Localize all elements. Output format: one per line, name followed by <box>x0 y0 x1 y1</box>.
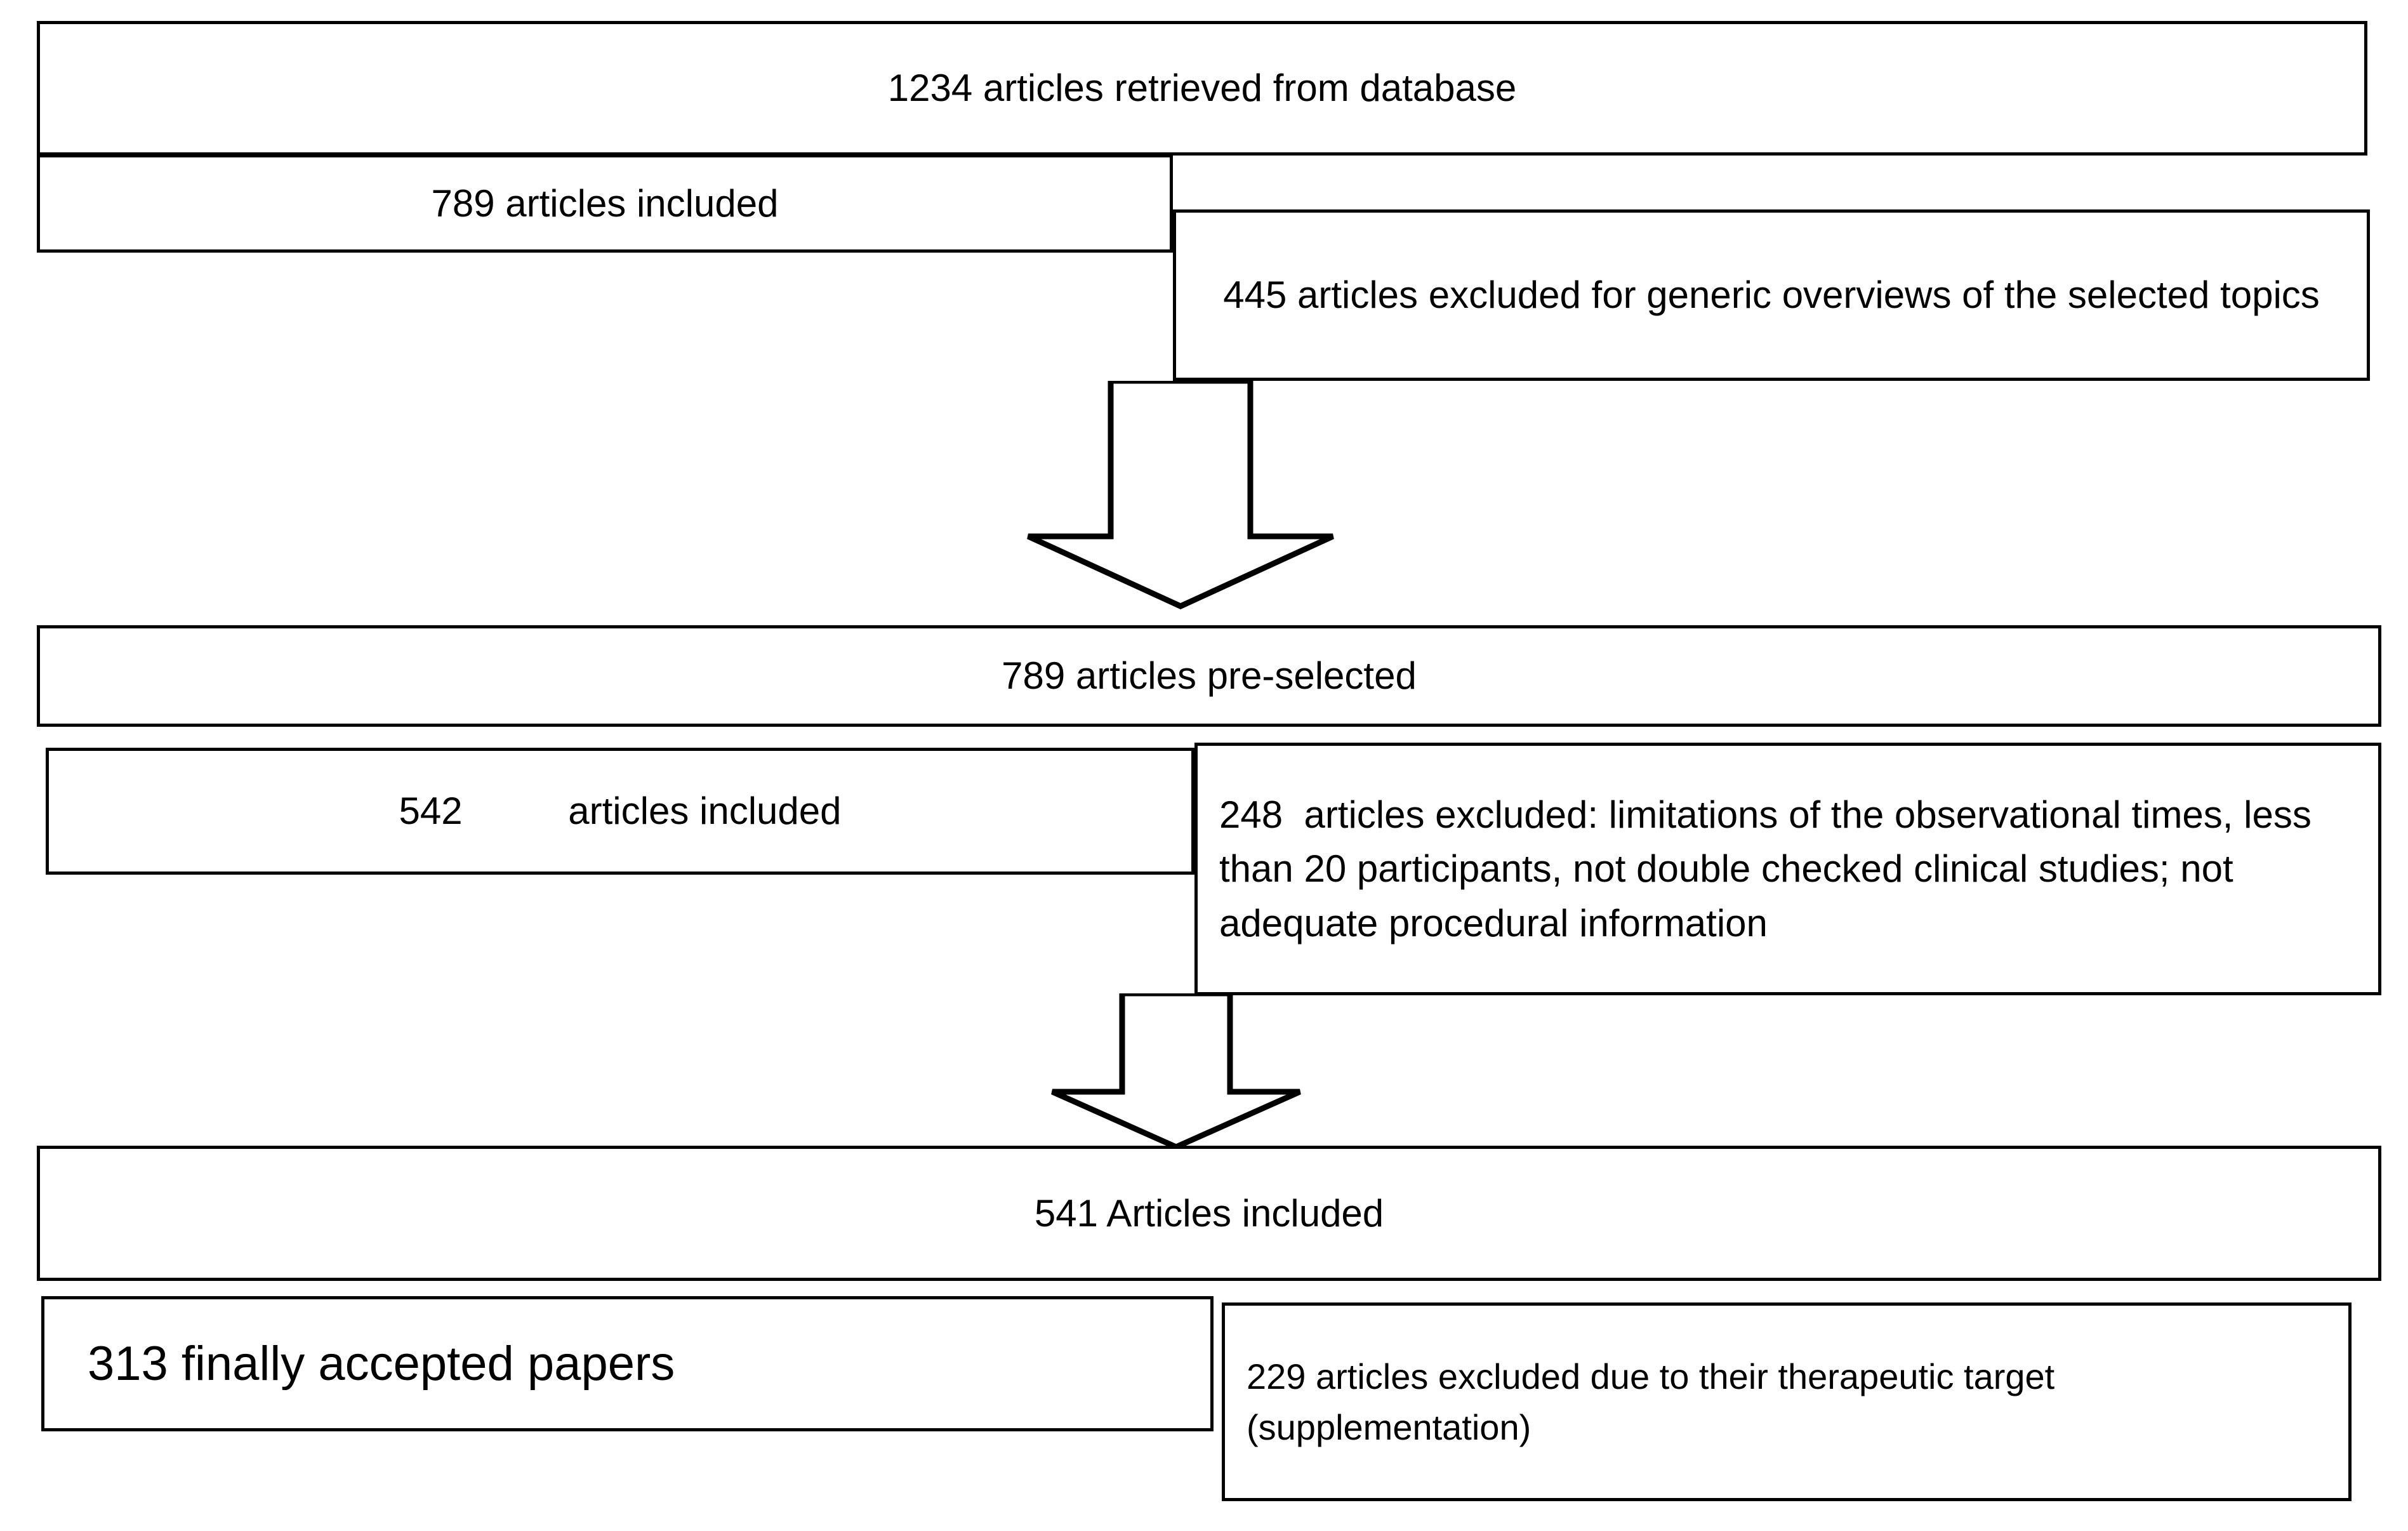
node-articles-included-541-label: 541 Articles included <box>1034 1191 1384 1235</box>
block-arrow-down-1-shape <box>1027 381 1334 609</box>
node-articles-included-542-label: 542 articles included <box>399 790 842 833</box>
node-articles-included-789-label: 789 articles included <box>431 182 779 225</box>
node-articles-excluded-248-label: 248 articles excluded: limitations of th… <box>1219 793 2322 944</box>
node-articles-retrieved: 1234 articles retrieved from database <box>37 21 2367 156</box>
node-finally-accepted-papers: 313 finally accepted papers <box>41 1296 1214 1431</box>
node-articles-retrieved-label: 1234 articles retrieved from database <box>887 67 1517 110</box>
node-articles-included-789: 789 articles included <box>37 154 1173 253</box>
node-articles-included-542: 542 articles included <box>46 748 1194 875</box>
node-articles-included-541: 541 Articles included <box>37 1146 2381 1281</box>
node-articles-preselected-label: 789 articles pre-selected <box>1002 654 1417 698</box>
node-articles-excluded-445: 445 articles excluded for generic overvi… <box>1173 209 2370 381</box>
block-arrow-down-2-shape <box>1051 993 1301 1150</box>
node-articles-excluded-248: 248 articles excluded: limitations of th… <box>1194 743 2381 995</box>
node-finally-accepted-papers-label: 313 finally accepted papers <box>88 1336 675 1391</box>
node-articles-excluded-229-label: 229 articles excluded due to their thera… <box>1247 1356 2065 1447</box>
node-articles-excluded-445-label: 445 articles excluded for generic overvi… <box>1223 274 2320 317</box>
node-articles-preselected: 789 articles pre-selected <box>37 625 2381 727</box>
node-articles-excluded-229: 229 articles excluded due to their thera… <box>1222 1302 2352 1501</box>
block-arrow-down-icon <box>1015 381 1346 613</box>
block-arrow-down-icon <box>1040 993 1313 1152</box>
